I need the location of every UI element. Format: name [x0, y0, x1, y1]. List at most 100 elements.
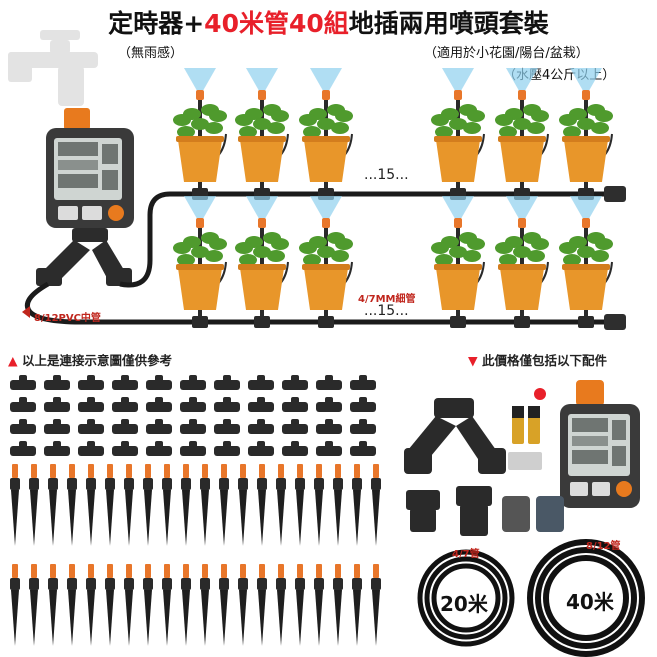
- tee-connector-icon: [282, 419, 308, 434]
- sprinkler-stake-icon: [314, 564, 324, 646]
- triangle-down-icon: ▼: [468, 353, 478, 368]
- tee-connector-icon: [78, 441, 104, 456]
- sprinkler-stake-icon: [143, 564, 153, 646]
- hose-small-length: 20米: [440, 592, 488, 616]
- note-price-includes: ▼ 此價格僅包括以下配件: [468, 353, 607, 368]
- tee-connector-icon: [146, 397, 172, 412]
- faucet-icon: [8, 30, 98, 106]
- tee-connector-icon: [10, 419, 36, 434]
- sprinkler-stake-icon: [48, 564, 58, 646]
- water-timer-icon: [46, 128, 134, 228]
- sprinkler-stake-icon: [352, 564, 362, 646]
- sprinkler-stake-icon: [333, 564, 343, 646]
- sprinkler-stake-icon: [162, 564, 172, 646]
- tee-connector-icon: [78, 375, 104, 390]
- main-pipe-label: 8/12PVC中管: [34, 313, 101, 324]
- tee-connector-icon: [146, 375, 172, 390]
- hose-coil-large-icon: [527, 539, 645, 657]
- sprinkler-stake-icon: [314, 464, 324, 546]
- tee-connector-icon: [112, 375, 138, 390]
- tee-connector-icon: [214, 375, 240, 390]
- tee-connector-icon: [248, 441, 274, 456]
- tee-connector-icon: [214, 397, 240, 412]
- end-cap-bottom: [604, 314, 626, 330]
- subtitle-no-rain-sensor: （無雨感）: [118, 46, 184, 61]
- potted-plant-icon: [235, 68, 289, 200]
- pipe-arrow-icon: [22, 306, 30, 318]
- tee-connector-icon: [316, 397, 342, 412]
- tee-connector-icon: [180, 419, 206, 434]
- subtitle-usage: （適用於小花園/陽台/盆栽）: [424, 46, 589, 61]
- sprinkler-stake-icon: [295, 564, 305, 646]
- sprinkler-stake-icon: [48, 464, 58, 546]
- tee-connectors: [10, 375, 376, 456]
- sprinkler-stake-icon: [333, 464, 343, 546]
- sprinkler-stake-icon: [10, 564, 20, 646]
- tee-connector-icon: [282, 375, 308, 390]
- sprinkler-stake-icon: [257, 564, 267, 646]
- tee-connector-icon: [78, 397, 104, 412]
- sprinkler-stake-icon: [238, 564, 248, 646]
- hose-coil-small-icon: [417, 549, 515, 647]
- tee-connector-icon: [44, 419, 70, 434]
- sprinkler-stake-icon: [276, 464, 286, 546]
- count-label-bottom: ...15...: [364, 303, 409, 319]
- tee-connector-icon: [350, 397, 376, 412]
- sprinkler-stake-icon: [181, 564, 191, 646]
- batteries-icon: [512, 388, 546, 444]
- tee-connector-icon: [180, 397, 206, 412]
- tee-connector-icon: [180, 441, 206, 456]
- tee-connector-icon: [112, 397, 138, 412]
- sprinkler-stake-icon: [200, 464, 210, 546]
- tee-connector-icon: [350, 441, 376, 456]
- tee-connector-icon: [44, 441, 70, 456]
- tee-connector-icon: [214, 441, 240, 456]
- sprinkler-stake-icon: [219, 564, 229, 646]
- sprinkler-stake-icon: [105, 464, 115, 546]
- sprinkler-stake-icon: [162, 464, 172, 546]
- tee-connector-icon: [282, 397, 308, 412]
- hose-large-label: 8/12管: [586, 541, 621, 552]
- sprinkler-stakes: [10, 464, 381, 646]
- potted-plant-icon: [431, 196, 485, 328]
- tee-connector-icon: [248, 397, 274, 412]
- potted-plant-icon: [299, 68, 353, 200]
- main-pipe-lower: [24, 281, 610, 325]
- end-cap-top: [604, 186, 626, 202]
- sprinkler-stake-icon: [352, 464, 362, 546]
- tee-connector-icon: [146, 419, 172, 434]
- main-pipe-upper: [119, 191, 610, 288]
- tee-connector-icon: [10, 375, 36, 390]
- sprinkler-stake-icon: [124, 464, 134, 546]
- potted-plant-icon: [559, 196, 613, 328]
- sprinkler-stake-icon: [200, 564, 210, 646]
- water-timer-part-icon: [560, 380, 640, 508]
- tee-connector-icon: [316, 441, 342, 456]
- y-splitter-icon: [36, 228, 132, 286]
- thin-pipe-label: 4/7MM細管: [358, 294, 416, 305]
- sprinkler-stake-icon: [371, 464, 381, 546]
- count-label-top: ...15...: [364, 167, 409, 183]
- tee-connector-icon: [316, 419, 342, 434]
- tee-connector-icon: [112, 419, 138, 434]
- sprinkler-stake-icon: [67, 564, 77, 646]
- filter-icon: [508, 452, 542, 470]
- potted-plant-icon: [173, 196, 227, 328]
- sprinkler-stake-icon: [105, 564, 115, 646]
- hose-small-label: 4/7管: [452, 549, 480, 560]
- potted-plant-icon: [495, 196, 549, 328]
- y-splitter-part-icon: [404, 398, 506, 474]
- tee-connector-icon: [44, 375, 70, 390]
- sprinkler-stake-icon: [67, 464, 77, 546]
- hose-large-length: 40米: [566, 590, 614, 614]
- potted-plant-icon: [495, 68, 549, 200]
- sprinkler-stake-icon: [257, 464, 267, 546]
- sprinkler-stake-icon: [29, 564, 39, 646]
- page-title: 定時器+40米管40組地插兩用噴頭套裝: [108, 9, 549, 38]
- tee-connector-icon: [78, 419, 104, 434]
- sprinkler-stake-icon: [86, 464, 96, 546]
- tee-connector-icon: [10, 397, 36, 412]
- tee-connector-icon: [214, 419, 240, 434]
- tee-connector-icon: [282, 441, 308, 456]
- potted-plant-icon: [431, 68, 485, 200]
